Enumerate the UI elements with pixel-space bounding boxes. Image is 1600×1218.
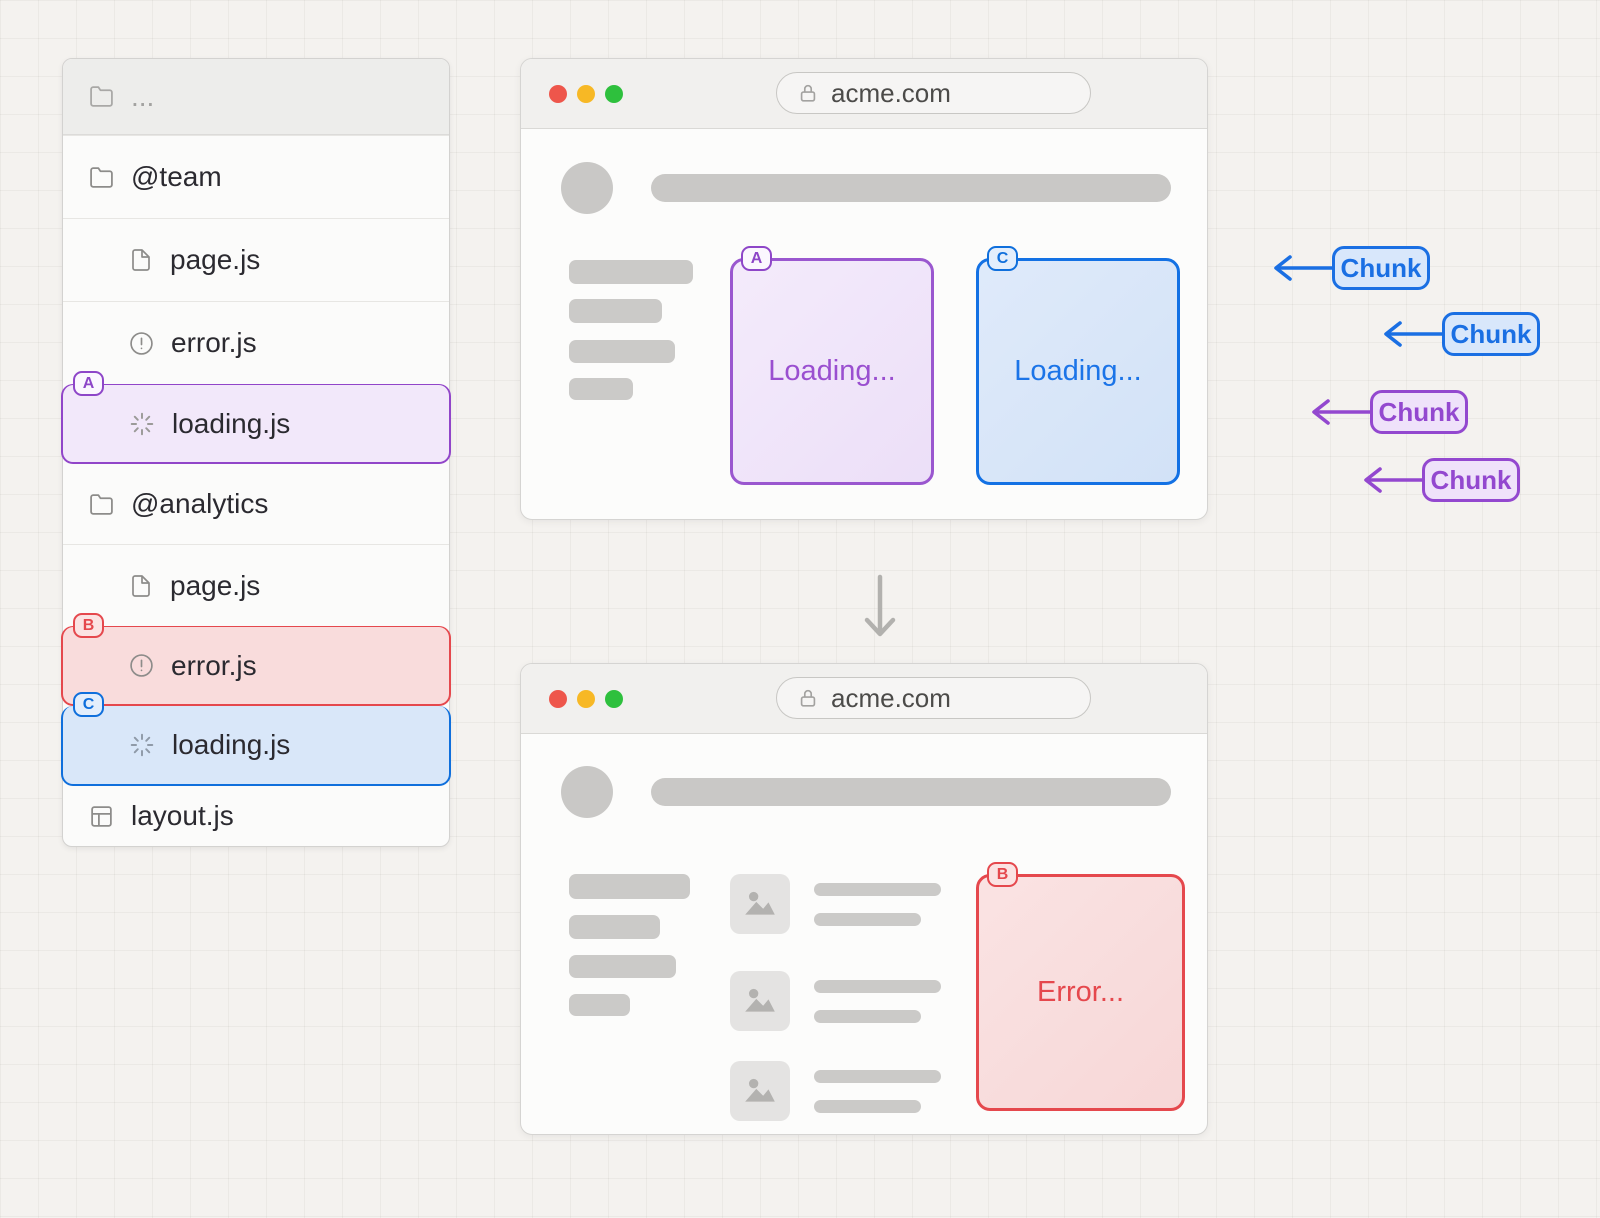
badge-c: C — [987, 246, 1018, 271]
loading-text: Loading... — [1014, 355, 1142, 387]
chunk-label: Chunk — [1442, 312, 1540, 356]
traffic-lights — [549, 690, 623, 708]
zoom-window-icon — [605, 690, 623, 708]
address-bar: acme.com — [776, 677, 1091, 719]
close-window-icon — [549, 690, 567, 708]
tree-row-label: page.js — [170, 569, 261, 601]
tree-row-label: loading.js — [172, 407, 291, 439]
folder-icon — [89, 492, 114, 517]
chunk-text: Chunk — [1378, 396, 1460, 427]
browser-window-loading: acme.com A Loading... C Loading... — [520, 58, 1208, 520]
traffic-lights — [549, 85, 623, 103]
text-skeleton-bar — [569, 874, 690, 899]
list-text-skeleton — [814, 1070, 941, 1083]
loading-slot-c: C Loading... — [976, 246, 1180, 485]
list-text-skeleton — [814, 980, 941, 993]
lock-icon — [797, 687, 819, 709]
file-icon — [129, 248, 153, 272]
loading-slot-a: A Loading... — [730, 246, 934, 485]
text-skeleton-bar — [569, 340, 675, 363]
text-skeleton-bar — [569, 955, 676, 978]
url-text: acme.com — [831, 77, 951, 108]
image-placeholder-icon — [730, 971, 790, 1031]
text-skeleton-bar — [569, 994, 630, 1016]
badge-c: C — [73, 692, 104, 717]
close-window-icon — [549, 85, 567, 103]
error-text: Error... — [1036, 976, 1124, 1008]
layout-icon — [89, 804, 114, 829]
tree-row-label: layout.js — [131, 800, 234, 831]
chunk-text: Chunk — [1450, 318, 1532, 349]
folder-icon — [89, 84, 114, 109]
tree-row-analytics: @analytics — [63, 464, 449, 544]
file-tree-panel: ... @team page.js error.js A loadi — [61, 58, 451, 847]
chunk-text: Chunk — [1430, 464, 1512, 495]
minimize-window-icon — [577, 85, 595, 103]
badge-b: B — [73, 613, 104, 638]
left-arrow-icon — [1270, 250, 1334, 291]
tree-row-team: @team — [63, 135, 449, 218]
tree-row-label: error.js — [171, 649, 257, 681]
tree-row-label: error.js — [171, 327, 257, 358]
nav-skeleton-bar — [651, 174, 1171, 202]
tree-row-loading-analytics: C loading.js — [61, 692, 451, 786]
tree-row-page-team: page.js — [63, 218, 449, 301]
tree-row-label: @team — [131, 161, 222, 192]
text-skeleton-bar — [569, 915, 660, 939]
browser-content: B Error... — [521, 734, 1207, 1136]
tree-row-label: loading.js — [172, 729, 291, 760]
nav-skeleton-bar — [651, 778, 1171, 806]
flow-down-arrow-icon — [862, 574, 898, 645]
left-arrow-icon — [1380, 316, 1444, 357]
badge-b: B — [987, 862, 1018, 887]
folder-icon — [89, 165, 114, 190]
url-text: acme.com — [831, 682, 951, 713]
text-skeleton-bar — [569, 260, 693, 284]
browser-chrome: acme.com — [521, 59, 1207, 129]
tree-row-label: ... — [131, 80, 155, 112]
spinner-icon — [129, 411, 155, 437]
text-skeleton-bar — [569, 378, 633, 400]
minimize-window-icon — [577, 690, 595, 708]
tree-row-error-analytics: B error.js — [61, 613, 451, 706]
zoom-window-icon — [605, 85, 623, 103]
image-placeholder-icon — [730, 874, 790, 934]
alert-circle-icon — [129, 331, 154, 356]
left-arrow-icon — [1308, 394, 1372, 435]
tree-row-page-analytics: page.js — [63, 544, 449, 626]
chunk-text: Chunk — [1340, 252, 1422, 283]
error-slot-b: B Error... — [976, 862, 1185, 1111]
badge-a: A — [73, 371, 104, 396]
spinner-icon — [129, 732, 155, 758]
tree-row-error-team: error.js — [63, 301, 449, 384]
image-placeholder-icon — [730, 1061, 790, 1121]
loading-text: Loading... — [768, 355, 896, 387]
address-bar: acme.com — [776, 72, 1091, 114]
tree-row-loading-team: A loading.js — [61, 371, 451, 464]
chunk-label: Chunk — [1332, 246, 1430, 290]
avatar — [561, 162, 613, 214]
tree-row-root: ... — [63, 59, 449, 135]
left-arrow-icon — [1360, 462, 1424, 503]
alert-circle-icon — [129, 653, 154, 678]
browser-chrome: acme.com — [521, 664, 1207, 734]
tree-row-label: @analytics — [131, 488, 269, 519]
tree-row-layout: layout.js — [63, 786, 449, 846]
list-text-skeleton — [814, 1010, 921, 1023]
chunk-label: Chunk — [1370, 390, 1468, 434]
chunk-label: Chunk — [1422, 458, 1520, 502]
file-icon — [129, 574, 153, 598]
text-skeleton-bar — [569, 299, 662, 323]
badge-a: A — [741, 246, 772, 271]
tree-row-label: page.js — [170, 244, 261, 275]
lock-icon — [797, 82, 819, 104]
list-text-skeleton — [814, 913, 921, 926]
avatar — [561, 766, 613, 818]
browser-window-error: acme.com — [520, 663, 1208, 1135]
list-text-skeleton — [814, 1100, 921, 1113]
browser-content: A Loading... C Loading... — [521, 129, 1207, 521]
list-text-skeleton — [814, 883, 941, 896]
